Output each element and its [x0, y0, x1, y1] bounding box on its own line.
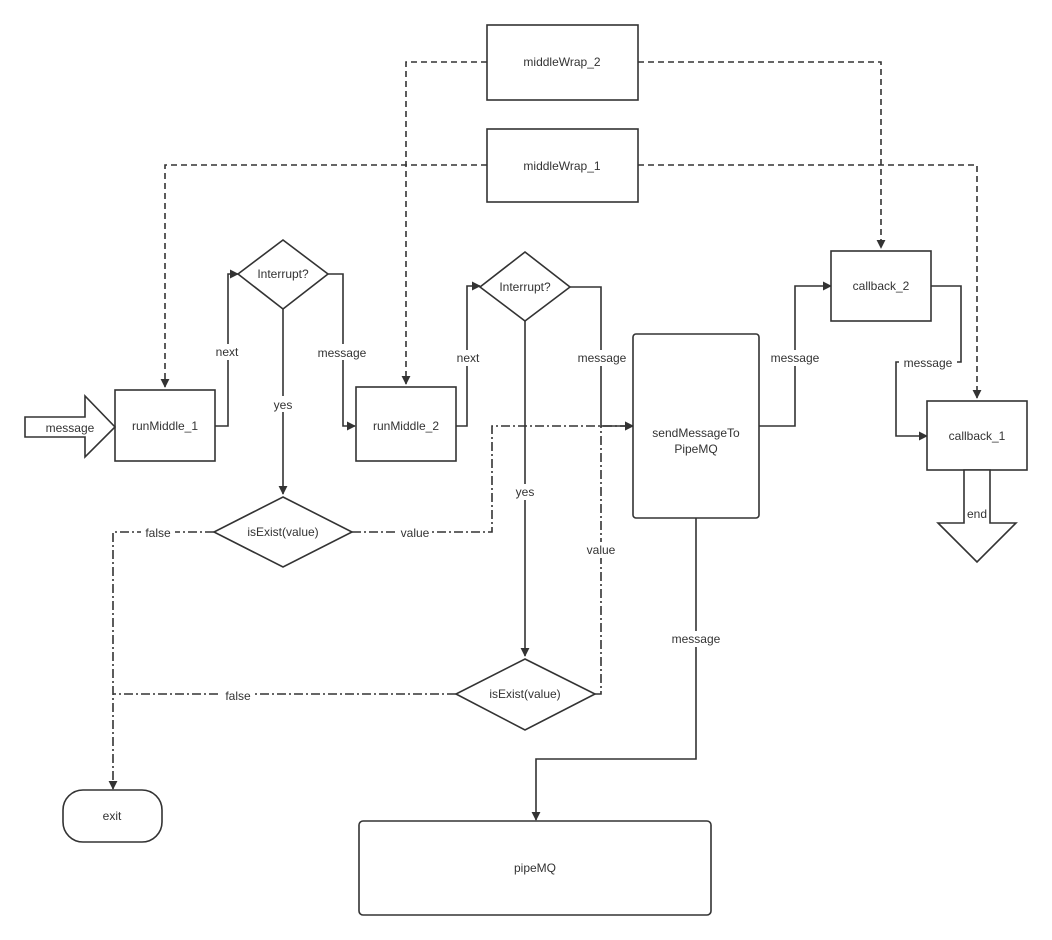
edge-label-false-2: false: [221, 688, 255, 704]
edge-label-yes-1: yes: [272, 396, 294, 412]
edge-wrap2-to-callback2: [638, 61, 886, 249]
edge-label-message-1: message: [316, 344, 370, 360]
edge-isexist2-value: [595, 426, 602, 695]
edge-send-to-pipemq: [531, 518, 697, 821]
node-runmiddle-1-label: runMiddle_1: [132, 419, 198, 433]
edge-label-callback-chain: message: [899, 355, 957, 371]
node-middlewrap-2-label: middleWrap_2: [523, 55, 600, 69]
svg-text:next: next: [216, 345, 239, 359]
edge-label-value-2: value: [584, 542, 618, 558]
node-middlewrap-1: middleWrap_1: [486, 128, 639, 203]
node-interrupt-2: Interrupt?: [478, 250, 572, 323]
end-arrow-label: end: [967, 507, 987, 521]
edge-label-yes-2: yes: [514, 484, 536, 500]
node-isexist-1-label: isExist(value): [247, 525, 318, 539]
node-callback-1-label: callback_1: [949, 429, 1006, 443]
svg-text:message: message: [318, 346, 367, 360]
node-interrupt-1-label: Interrupt?: [257, 267, 309, 281]
node-pipemq: pipeMQ: [358, 820, 712, 916]
end-block-arrow: end: [936, 469, 1018, 564]
node-middlewrap-2: middleWrap_2: [486, 24, 639, 101]
svg-text:message: message: [771, 351, 820, 365]
edge-label-value-1: value: [398, 525, 432, 541]
node-exit: exit: [62, 789, 163, 843]
svg-text:next: next: [457, 351, 480, 365]
edge-label-message-2: message: [575, 350, 629, 366]
edge-wrap2-to-runmiddle2: [401, 61, 487, 385]
svg-text:false: false: [145, 526, 171, 540]
node-runmiddle-2-label: runMiddle_2: [373, 419, 439, 433]
edge-wrap1-to-callback1: [638, 164, 982, 399]
input-arrow-label: message: [46, 421, 95, 435]
node-exit-label: exit: [103, 809, 122, 823]
svg-text:value: value: [401, 526, 430, 540]
node-send-message-label-1: sendMessageTo: [652, 426, 740, 440]
node-callback-2-label: callback_2: [853, 279, 910, 293]
node-runmiddle-2: runMiddle_2: [355, 386, 457, 462]
node-interrupt-2-label: Interrupt?: [499, 280, 551, 294]
svg-text:message: message: [672, 632, 721, 646]
svg-text:yes: yes: [274, 398, 293, 412]
edge-label-false-1: false: [141, 525, 175, 541]
node-send-message: sendMessageTo PipeMQ: [632, 333, 760, 519]
edge-label-send-to-pipemq: message: [668, 631, 724, 647]
edge-isexist1-false: [108, 531, 214, 790]
node-callback-2: callback_2: [830, 250, 932, 322]
node-middlewrap-1-label: middleWrap_1: [523, 159, 600, 173]
edge-label-next-1: next: [212, 344, 242, 360]
edge-label-next-2: next: [453, 350, 483, 366]
node-isexist-2: isExist(value): [454, 658, 597, 731]
node-isexist-1: isExist(value): [212, 496, 354, 568]
svg-text:value: value: [587, 543, 616, 557]
edge-label-send-to-callback: message: [766, 350, 824, 366]
node-send-message-label-2: PipeMQ: [674, 442, 717, 456]
svg-text:message: message: [904, 356, 953, 370]
node-callback-1: callback_1: [926, 400, 1028, 471]
node-runmiddle-1: runMiddle_1: [114, 389, 216, 462]
node-pipemq-label: pipeMQ: [514, 861, 556, 875]
svg-text:yes: yes: [516, 485, 535, 499]
input-block-arrow: message: [24, 394, 117, 459]
node-isexist-2-label: isExist(value): [489, 687, 560, 701]
svg-text:false: false: [225, 689, 251, 703]
svg-text:message: message: [578, 351, 627, 365]
edge-wrap1-to-runmiddle1: [160, 164, 487, 388]
node-interrupt-1: Interrupt?: [236, 238, 330, 311]
